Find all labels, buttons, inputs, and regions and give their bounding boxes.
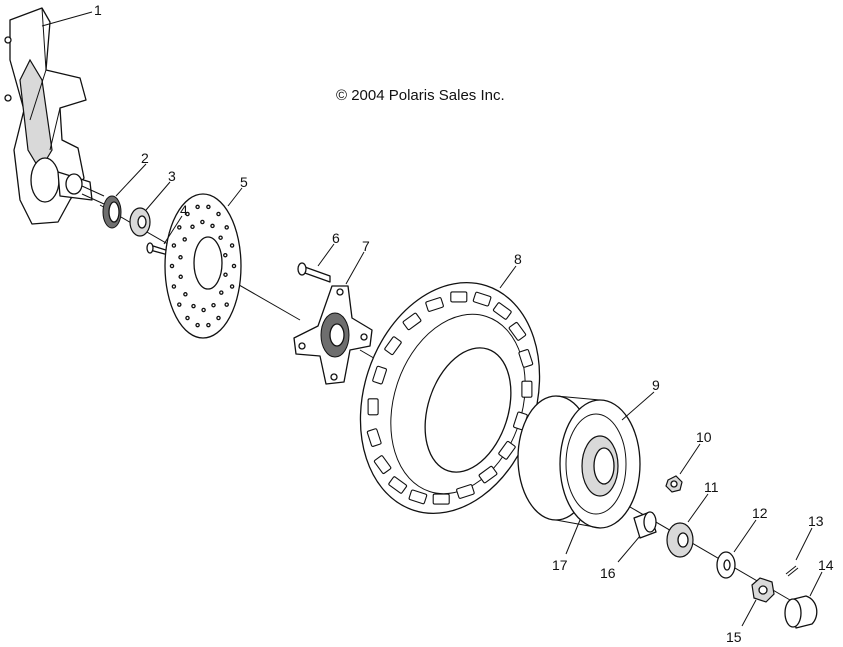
cotter-pin: [785, 565, 799, 577]
spacer: [633, 511, 657, 539]
disc-hole: [177, 302, 182, 307]
disc-hole: [229, 243, 235, 248]
tire-tread-lug: [388, 476, 408, 494]
outer-bearing: [666, 522, 694, 558]
tire-tread-lug: [492, 302, 512, 320]
disc-hole: [224, 225, 229, 230]
disc-hole: [182, 237, 187, 242]
disc-hole: [171, 284, 177, 289]
disc-hole: [191, 303, 196, 309]
dust-cap: [784, 595, 818, 629]
disc-hole: [231, 263, 237, 269]
tire-tread-lug: [432, 493, 450, 505]
callout-15: 15: [726, 629, 742, 645]
callout-16: 16: [600, 565, 616, 581]
callout-5: 5: [240, 174, 248, 190]
tire-tread-lug: [373, 455, 392, 474]
spindle-knuckle: [4, 7, 105, 225]
disc-hole: [178, 255, 183, 260]
tire-tread-lug: [402, 312, 422, 331]
disc-hole: [216, 211, 221, 217]
disc-hole: [223, 252, 228, 258]
disc-hole: [216, 315, 221, 321]
hub-bolt: [297, 262, 331, 283]
tire-tread-lug: [372, 365, 387, 385]
callout-17: 17: [552, 557, 568, 573]
callout-11: 11: [704, 479, 719, 495]
disc-hole: [206, 322, 211, 328]
wheel-rim: [517, 395, 641, 529]
callout-4: 4: [180, 202, 188, 218]
castle-nut: [751, 577, 775, 603]
callout-14: 14: [818, 557, 834, 573]
callout-6: 6: [332, 230, 340, 246]
callout-7: 7: [362, 238, 370, 254]
callout-3: 3: [168, 168, 176, 184]
callout-1: 1: [94, 2, 102, 18]
disc-hole: [190, 224, 195, 230]
tire: [359, 282, 541, 514]
callout-13: 13: [808, 513, 824, 529]
lug-nut: [665, 475, 683, 493]
tire-tread-lug: [521, 380, 533, 398]
tire-tread-lug: [456, 484, 475, 499]
disc-hole: [229, 284, 235, 289]
disc-hole: [169, 263, 175, 269]
callout-2: 2: [141, 150, 149, 166]
disc-hole: [201, 307, 206, 313]
tire-tread-lug: [425, 297, 444, 312]
disc-hole: [210, 223, 215, 229]
disc-hole: [219, 290, 224, 295]
tire-tread-lug: [366, 428, 382, 447]
disc-hole: [195, 322, 200, 328]
callout-12: 12: [752, 505, 768, 521]
disc-hole: [185, 315, 190, 321]
tire-tread-lug: [472, 291, 492, 307]
disc-hole: [206, 204, 211, 210]
disc-hole: [211, 302, 216, 308]
washer: [716, 551, 736, 579]
disc-hole: [183, 292, 188, 297]
leader-lines: [41, 11, 823, 627]
callout-8: 8: [514, 251, 522, 267]
disc-hole: [171, 243, 177, 248]
tire-tread-lug: [367, 398, 379, 416]
disc-hole: [185, 211, 190, 217]
tire-tread-lug: [408, 489, 428, 505]
disc-hole: [177, 225, 182, 230]
callout-9: 9: [652, 377, 660, 393]
tire-tread-lug: [508, 322, 527, 341]
disc-hole: [218, 235, 223, 240]
disc-hole: [195, 204, 200, 210]
tire-tread-lug: [478, 465, 498, 484]
disc-hole: [178, 274, 183, 280]
tire-tread-lug: [384, 336, 402, 356]
brake-disc: [164, 193, 242, 339]
disc-hole: [223, 272, 228, 277]
seal: [102, 195, 122, 229]
disc-hole: [200, 219, 205, 225]
copyright-text: © 2004 Polaris Sales Inc.: [336, 87, 505, 104]
tire-tread-lug: [498, 440, 516, 460]
tire-tread-lug: [450, 291, 468, 303]
wheel-hub: [293, 285, 373, 385]
disc-hole: [224, 302, 229, 307]
callout-10: 10: [696, 429, 712, 445]
bearing: [129, 207, 151, 237]
tire-tread-lug: [518, 349, 534, 368]
